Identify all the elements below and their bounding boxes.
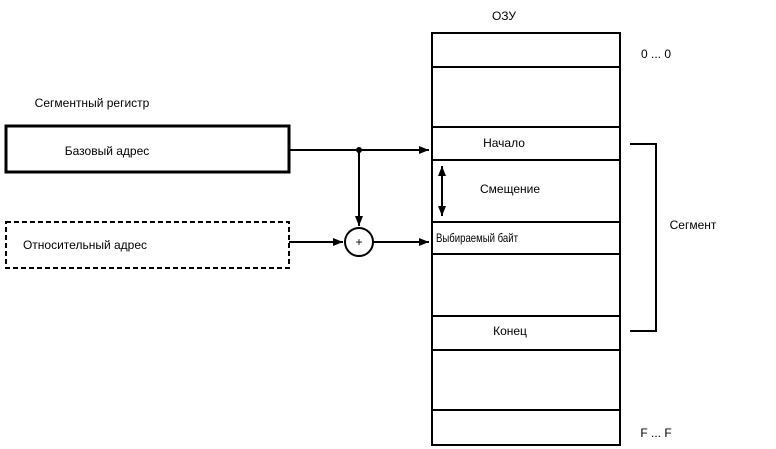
segment-bracket: [630, 143, 657, 332]
offset-label: Смещение: [480, 182, 540, 196]
ram-row-selected-byte-label: Выбираемый байт: [436, 231, 518, 245]
ram-outline: [431, 32, 621, 446]
ram-column: [431, 32, 621, 446]
relative-address-label: Относительный адрес: [23, 238, 147, 252]
ram-row-start-label: Начало: [483, 136, 525, 150]
segment-register-caption: Сегментный регистр: [35, 96, 150, 110]
ram-address-end: F ... F: [640, 426, 671, 440]
relative-address-box: [5, 221, 290, 269]
ram-title: ОЗУ: [492, 9, 516, 23]
ram-row-end-label: Конец: [493, 324, 527, 338]
base-address-label: Базовый адрес: [65, 144, 150, 158]
adder-symbol: +: [355, 235, 362, 249]
segment-label: Сегмент: [670, 218, 717, 232]
ram-address-start: 0 ... 0: [641, 47, 671, 61]
